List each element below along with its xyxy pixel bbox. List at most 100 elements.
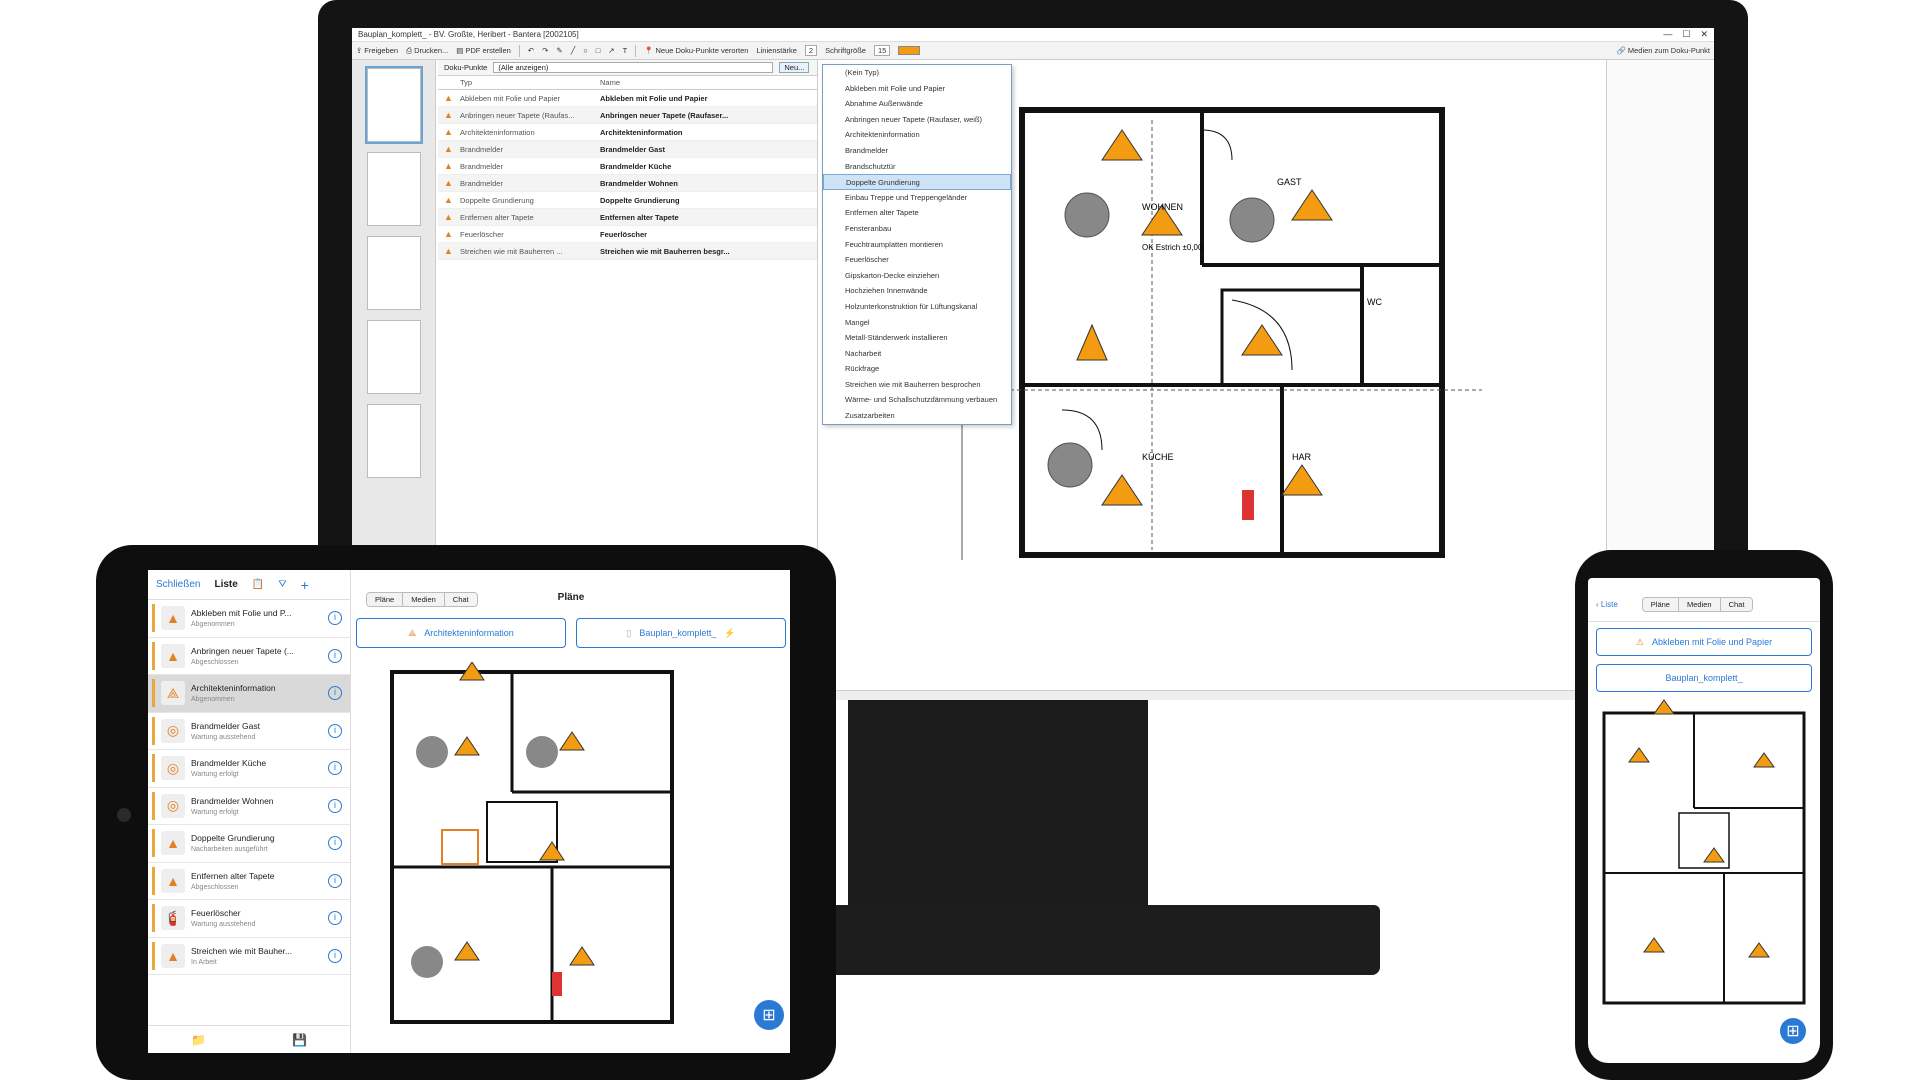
rect-icon[interactable]: □ <box>595 46 601 55</box>
dropdown-item[interactable]: Feuchtraumplatten montieren <box>845 239 943 249</box>
dropdown-item[interactable]: (Kein Typ) <box>845 68 880 77</box>
tab-1[interactable]: Medien <box>403 593 445 606</box>
dropdown-item[interactable]: Metall-Ständerwerk installieren <box>845 333 948 343</box>
info-icon[interactable]: i <box>328 611 342 626</box>
horizontal-scrollbar[interactable] <box>822 690 1604 700</box>
close-link[interactable]: Schließen <box>156 579 201 590</box>
dropdown-item[interactable]: Holzunterkonstruktion für Lüftungskanal <box>845 301 978 311</box>
col-name[interactable]: Name <box>600 78 621 87</box>
grid-button[interactable]: ⊞ <box>754 1000 784 1030</box>
color-swatch[interactable] <box>898 46 921 55</box>
font-size-select[interactable]: 15 <box>873 45 891 56</box>
page-thumbnail[interactable] <box>366 320 421 394</box>
undo-icon[interactable]: ↶ <box>527 46 535 55</box>
tab-2[interactable]: Chat <box>444 593 477 606</box>
info-icon[interactable]: i <box>328 648 342 663</box>
info-icon[interactable]: i <box>328 686 342 701</box>
redo-icon[interactable]: ↷ <box>542 46 549 55</box>
clipboard-icon[interactable]: 📋 <box>251 579 265 590</box>
minimize-icon[interactable]: — <box>1663 29 1673 39</box>
dropdown-item[interactable]: Wärme- und Schallschutzdämmung verbauen <box>845 395 998 405</box>
dropdown-item[interactable]: Fensteranbau <box>845 223 892 233</box>
tablet-floor-plan[interactable] <box>372 662 772 1032</box>
phone-pill-doku[interactable]: ⚠ Abkleben mit Folie und Papier <box>1596 628 1812 656</box>
dropdown-item[interactable]: Streichen wie mit Bauherren besprochen <box>845 379 981 389</box>
maximize-icon[interactable]: ☐ <box>1682 29 1691 39</box>
info-icon[interactable]: i <box>328 723 342 738</box>
dropdown-item[interactable]: Entfernen alter Tapete <box>845 208 919 218</box>
line-width-select[interactable]: 2 <box>804 45 818 56</box>
back-link[interactable]: ‹ Liste <box>1596 600 1618 609</box>
pen-icon[interactable]: ✎ <box>556 46 563 55</box>
folder-icon[interactable]: 📁 <box>191 1032 206 1047</box>
page-thumbnail[interactable] <box>364 66 423 144</box>
architect-pill[interactable]: ⟁ Architekteninformation <box>356 618 566 648</box>
line-icon[interactable]: ╱ <box>570 46 576 55</box>
info-icon[interactable]: i <box>328 911 342 926</box>
info-icon[interactable]: i <box>328 873 342 888</box>
new-points-button[interactable]: 📍Neue Doku-Punkte verorten <box>644 46 749 55</box>
text-icon[interactable]: T <box>622 46 628 55</box>
info-icon[interactable]: i <box>328 798 342 813</box>
plan-pill[interactable]: ▯ Bauplan_komplett_ ⚡ <box>576 618 786 648</box>
filter-select[interactable]: (Alle anzeigen) <box>493 62 774 73</box>
dropdown-item[interactable]: Einbau Treppe und Treppengeländer <box>845 192 968 202</box>
close-icon[interactable]: ✕ <box>1700 29 1708 39</box>
arrow-icon[interactable]: ↗ <box>608 46 615 55</box>
tab-1[interactable]: Medien <box>1678 598 1721 611</box>
dropdown-item[interactable]: Architekteninformation <box>845 130 920 140</box>
dropdown-item[interactable]: Abnahme Außenwände <box>845 99 923 109</box>
dropdown-item[interactable]: Doppelte Grundierung <box>823 174 1011 190</box>
list-item[interactable]: ▲Anbringen neuer Tapete (Raufas...Anbrin… <box>438 107 817 124</box>
circle-icon[interactable]: ○ <box>583 46 588 55</box>
filter-icon[interactable]: ⛛ <box>278 579 287 590</box>
dropdown-item[interactable]: Hochziehen Innenwände <box>845 286 928 296</box>
dropdown-item[interactable]: Zusatzarbeiten <box>845 411 895 421</box>
dropdown-item[interactable]: Brandmelder <box>845 145 888 155</box>
save-icon[interactable]: 💾 <box>292 1032 307 1047</box>
dropdown-item[interactable]: Mangel <box>845 317 870 327</box>
media-link[interactable]: 🔗Medien zum Doku-Punkt <box>1616 46 1710 55</box>
phone-pill-plan[interactable]: Bauplan_komplett_ <box>1596 664 1812 692</box>
tab-0[interactable]: Pläne <box>367 593 404 606</box>
dropdown-item[interactable]: Brandschutztür <box>845 161 896 171</box>
dropdown-item[interactable]: Nacharbeit <box>845 348 882 358</box>
dropdown-item[interactable]: Anbringen neuer Tapete (Raufaser, weiß) <box>845 114 983 124</box>
dropdown-item[interactable]: Gipskarton-Decke einziehen <box>845 270 940 280</box>
dropdown-item[interactable]: Abkleben mit Folie und Papier <box>845 83 946 93</box>
new-button[interactable]: Neu... <box>779 62 810 73</box>
list-item[interactable]: ▲Streichen wie mit Bauherren ...Streiche… <box>438 243 817 260</box>
tab-2[interactable]: Chat <box>1720 598 1753 611</box>
dropdown-item[interactable]: Rückfrage <box>845 364 880 374</box>
info-icon[interactable]: i <box>328 948 342 963</box>
share-button[interactable]: ⇪Freigeben <box>356 46 399 55</box>
list-item[interactable]: ▲Anbringen neuer Tapete (...Abgeschlosse… <box>148 638 350 675</box>
page-thumbnail[interactable] <box>366 236 421 310</box>
info-icon[interactable]: i <box>328 761 342 776</box>
phone-floor-plan[interactable] <box>1594 698 1814 1018</box>
dropdown-item[interactable]: Feuerlöscher <box>845 255 889 265</box>
page-thumbnail[interactable] <box>366 152 421 226</box>
phone-grid-button[interactable]: ⊞ <box>1780 1018 1806 1044</box>
col-type[interactable]: Typ <box>460 78 473 87</box>
add-icon[interactable]: + <box>300 576 309 593</box>
info-icon[interactable]: i <box>328 836 342 851</box>
pdf-button[interactable]: ▤PDF erstellen <box>456 46 511 55</box>
